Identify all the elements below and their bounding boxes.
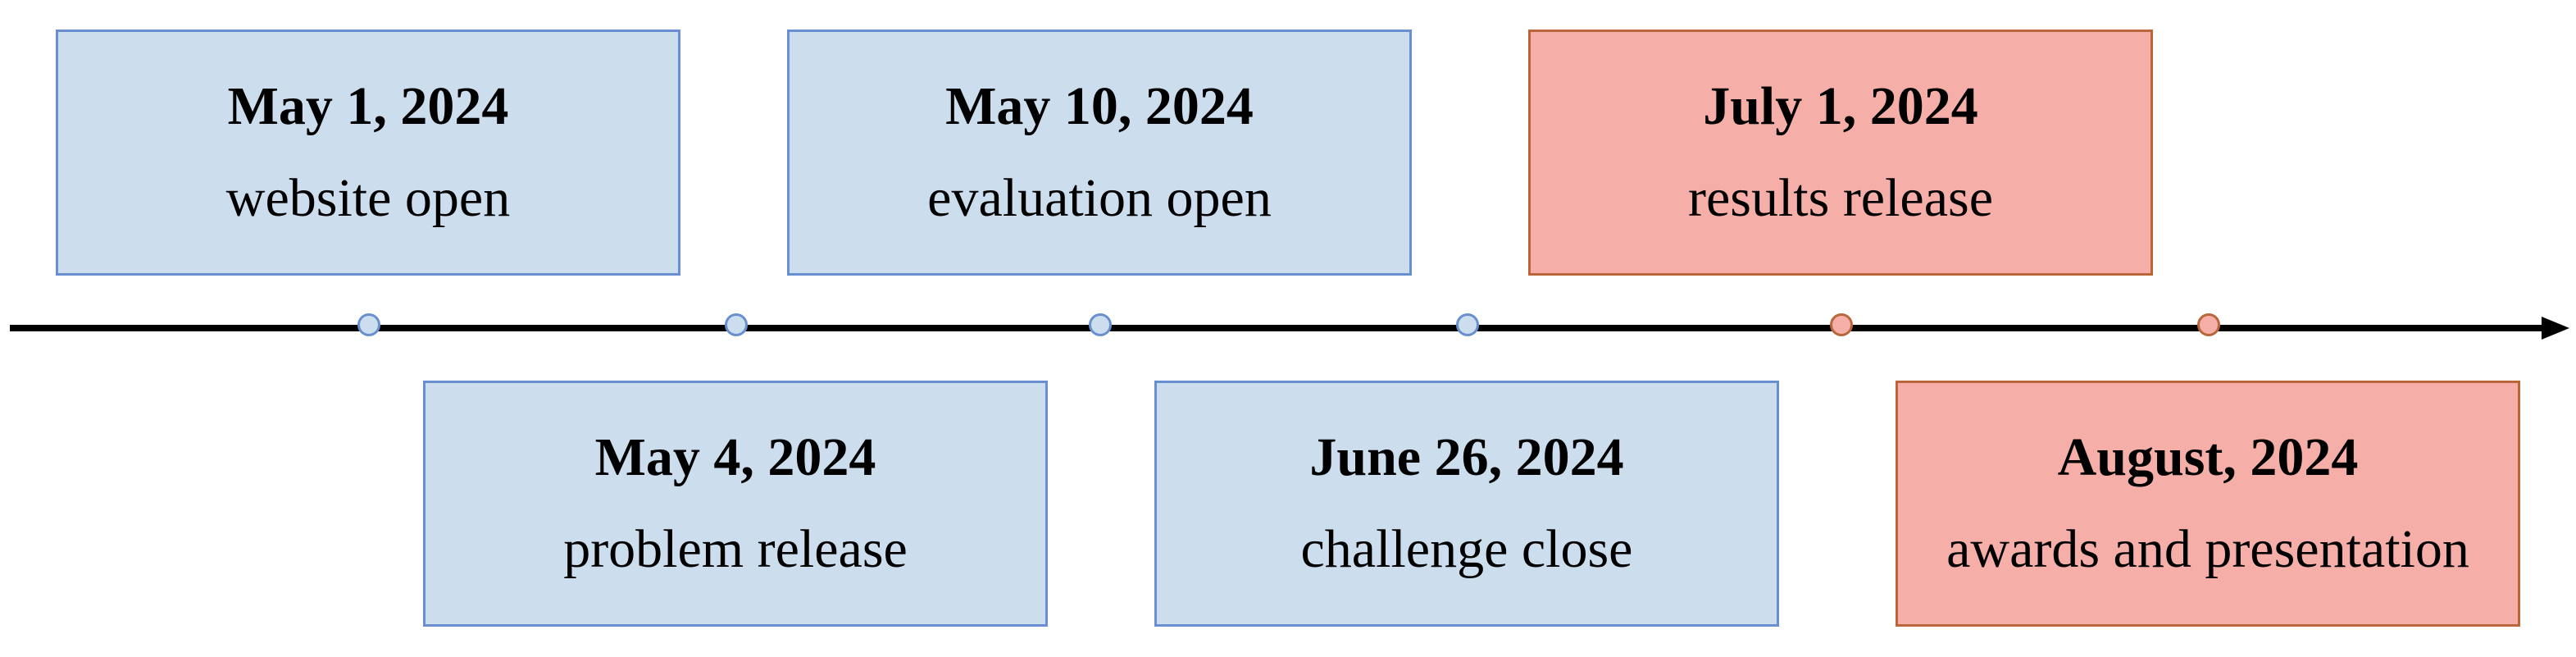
event-label: problem release <box>563 519 908 579</box>
event-date: June 26, 2024 <box>1309 427 1624 487</box>
event-date: August, 2024 <box>2057 427 2359 487</box>
event-date: May 10, 2024 <box>945 76 1254 136</box>
event-date: July 1, 2024 <box>1703 76 1978 136</box>
event-box-awards-and-presentation: August, 2024 awards and presentation <box>1896 381 2520 627</box>
event-label: evaluation open <box>927 168 1272 228</box>
event-label: website open <box>225 168 511 228</box>
event-label: results release <box>1688 168 1993 228</box>
event-box-evaluation-open: May 10, 2024 evaluation open <box>787 30 1412 276</box>
timeline-marker-5 <box>1830 313 1853 336</box>
timeline-marker-1 <box>357 313 380 336</box>
event-box-challenge-close: June 26, 2024 challenge close <box>1154 381 1779 627</box>
event-label: challenge close <box>1300 519 1633 579</box>
event-date: May 4, 2024 <box>594 427 876 487</box>
timeline-arrow-head <box>2542 317 2569 340</box>
event-label: awards and presentation <box>1946 519 2469 579</box>
timeline-marker-6 <box>2197 313 2220 336</box>
timeline-marker-2 <box>725 313 748 336</box>
event-date: May 1, 2024 <box>227 76 509 136</box>
timeline-marker-4 <box>1456 313 1479 336</box>
event-box-website-open: May 1, 2024 website open <box>56 30 680 276</box>
event-box-results-release: July 1, 2024 results release <box>1528 30 2153 276</box>
event-box-problem-release: May 4, 2024 problem release <box>423 381 1048 627</box>
timeline-marker-3 <box>1089 313 1112 336</box>
timeline-axis <box>10 325 2543 331</box>
